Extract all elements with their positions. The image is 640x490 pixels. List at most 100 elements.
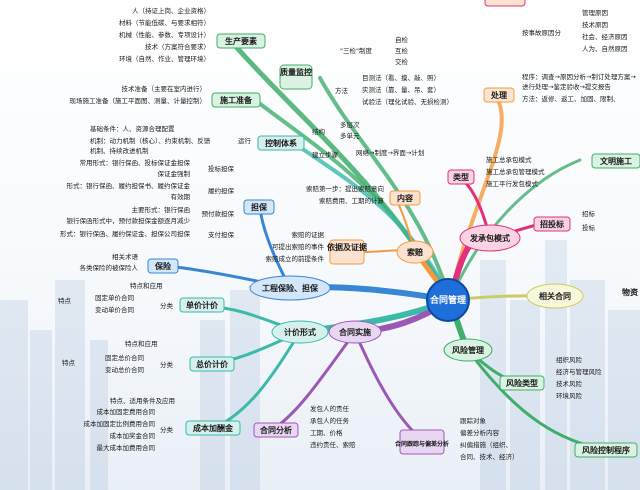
accident-title: 处理 <box>490 90 507 100</box>
supply-node[interactable] <box>216 33 266 49</box>
steps-value: 网络→制度→界面→计划 <box>356 148 424 157</box>
bid-item: 招标 <box>582 209 596 218</box>
cost-item: 成本加固定比例费用合同 <box>84 419 156 428</box>
civil-group: 文明施工 <box>591 153 640 169</box>
control-node[interactable] <box>257 135 305 151</box>
unit-item: 变动单价合同 <box>95 305 134 314</box>
steps-label: 建立步骤 <box>312 150 339 159</box>
guarantee-form: 投标担保 <box>208 164 235 173</box>
sanjian-item: 互检 <box>395 46 409 55</box>
guarantee-desc: 形式：银行保函、履约担保书、履约保证金 <box>67 181 191 190</box>
causes-label: 按事故原因分 <box>522 28 562 37</box>
pricing-node[interactable] <box>271 320 329 344</box>
total-title: 总价计价 <box>196 359 229 369</box>
guarantee-extra: 银行保函形式中，预付款担保金额逐月减少 <box>67 216 191 225</box>
sanjian-item: 自检 <box>395 35 409 44</box>
bid-item: 投标 <box>582 223 596 232</box>
supply-title: 生产要素 <box>225 36 257 46</box>
guarantee-form: 支付担保 <box>208 230 235 239</box>
risk-node[interactable] <box>443 338 493 362</box>
total-node[interactable] <box>189 356 235 372</box>
risk-types-node[interactable] <box>499 375 545 391</box>
prep-title: 施工准备 <box>220 95 253 105</box>
analysis-title: 合同分析 <box>259 425 292 435</box>
process-text: 程序：调查→原因分析→制订处理方案→ <box>522 72 636 81</box>
claim-node[interactable] <box>396 240 434 264</box>
unit-split: 分类 <box>160 301 174 310</box>
cause-item: 技术原因 <box>582 20 608 29</box>
accident-group: 处理 按事故原因分 管理原因 技术原因 社会、经济原因 人为、自然原因 程序：调… <box>483 0 636 103</box>
control-mech: 机制：动力机制（核心）、约束机制、反馈 <box>90 136 211 145</box>
related-group: 相关合同 物资 <box>526 283 638 309</box>
insurance-title: 工程保险、担保 <box>262 283 319 293</box>
unit-node[interactable] <box>179 297 225 313</box>
contracting-node[interactable] <box>459 224 521 252</box>
insure-title: 保险 <box>154 261 172 271</box>
cost-node[interactable] <box>185 420 241 436</box>
insurance-node[interactable] <box>249 275 331 301</box>
related-node[interactable] <box>526 283 584 309</box>
claim-basis-node[interactable] <box>329 239 365 265</box>
risk-type-item: 组织风险 <box>556 355 583 364</box>
tracking-item: 跟踪对象 <box>460 416 487 425</box>
type-item: 施工总承包模式 <box>486 155 532 164</box>
accident-node[interactable] <box>483 87 515 103</box>
insure-item: 各类保险的被保险人 <box>80 263 139 272</box>
quality-title: 质量监控 <box>280 67 312 77</box>
claim-first: 索赔费用、工期的计算 <box>319 196 385 205</box>
analysis-node[interactable] <box>253 422 299 438</box>
guarantee-form: 履约担保 <box>208 186 235 195</box>
analysis-item: 承包人的任务 <box>310 416 350 425</box>
prep-item: 现场施工准备（施工平面图、测量、计量控制） <box>70 96 207 105</box>
supply-item: 环境（自然、作业、管理环境） <box>119 54 210 63</box>
sanjian-item: 交检 <box>395 57 409 66</box>
control-title: 控制体系 <box>265 138 297 148</box>
center-node[interactable]: 合同管理 <box>426 278 470 322</box>
risk-type-item: 环境风险 <box>556 391 583 400</box>
prep-node[interactable] <box>211 92 261 108</box>
guarantee-extra: 主要形式：银行保函 <box>132 205 191 214</box>
risk-type-item: 技术风险 <box>556 379 583 388</box>
tracking-item: 纠偏措施（组织、 <box>460 440 512 449</box>
implementation-title: 合同实施 <box>338 327 371 337</box>
total-item: 固定总价合同 <box>105 353 144 362</box>
risk-control-node[interactable] <box>574 442 638 458</box>
cost-split: 分类 <box>160 425 174 434</box>
control-running: 运行 <box>238 136 252 145</box>
cost-title: 成本加酬金 <box>193 423 234 433</box>
guarantee-desc: 保证金强制 <box>158 169 191 178</box>
bid-node[interactable] <box>533 216 571 232</box>
analysis-item: 发包人的责任 <box>310 404 350 413</box>
tracking-node[interactable] <box>399 429 445 455</box>
cost-item: 成本加奖金合同 <box>110 431 156 440</box>
type-node[interactable] <box>447 169 475 185</box>
guarantee-desc: 有效期 <box>171 192 191 201</box>
claim-content-node[interactable] <box>389 190 421 206</box>
analysis-item: 违约责任、索赔 <box>310 440 356 449</box>
civil-node[interactable] <box>591 153 640 169</box>
implementation-node[interactable] <box>328 320 382 344</box>
structure-item: 多层次 <box>340 120 360 129</box>
quality-node[interactable] <box>279 64 313 90</box>
insure-node[interactable] <box>147 258 179 274</box>
bid-title: 招投标 <box>540 219 564 229</box>
guarantee-node[interactable] <box>243 199 275 215</box>
risk-group: 风险管理 风险类型 组织风险 经济与管理风险 技术风险 环境风险 风险控制程序 <box>443 338 638 458</box>
risk-type-item: 经济与管理风险 <box>556 367 602 376</box>
claim-evidence: 索赔成立的前提条件 <box>266 254 325 263</box>
unit-title: 单价计价 <box>186 300 219 310</box>
insurance-group: 工程保险、担保 担保 投标担保 履约担保 预付款担保 支付担保 常用形式：银行保… <box>60 158 331 301</box>
quality-group: 质量监控 "三检"制度 自检 互检 交检 方法 目测法（看、摸、敲、照） 实测法… <box>279 35 453 106</box>
civil-title: 文明施工 <box>600 156 632 166</box>
supply-group: 生产要素 人（持证上岗、企业资格） 材料（节能低碳、与要求相符） 机械（性能、参… <box>119 6 266 63</box>
type-item: 施工总承包管理模式 <box>486 167 545 176</box>
supply-item: 技术（方案符合要求） <box>145 42 210 51</box>
supply-item: 材料（节能低碳、与要求相符） <box>119 18 210 27</box>
claim-evidence: 索赔的证据 <box>292 230 325 239</box>
guarantee-title: 担保 <box>251 202 268 212</box>
pricing-title: 计价形式 <box>284 327 316 337</box>
cost-item: 特点、适用条件及应用 <box>110 396 175 405</box>
type-title: 类型 <box>453 172 469 182</box>
supply-item: 机械（性能、参数、专项设计） <box>119 30 210 39</box>
